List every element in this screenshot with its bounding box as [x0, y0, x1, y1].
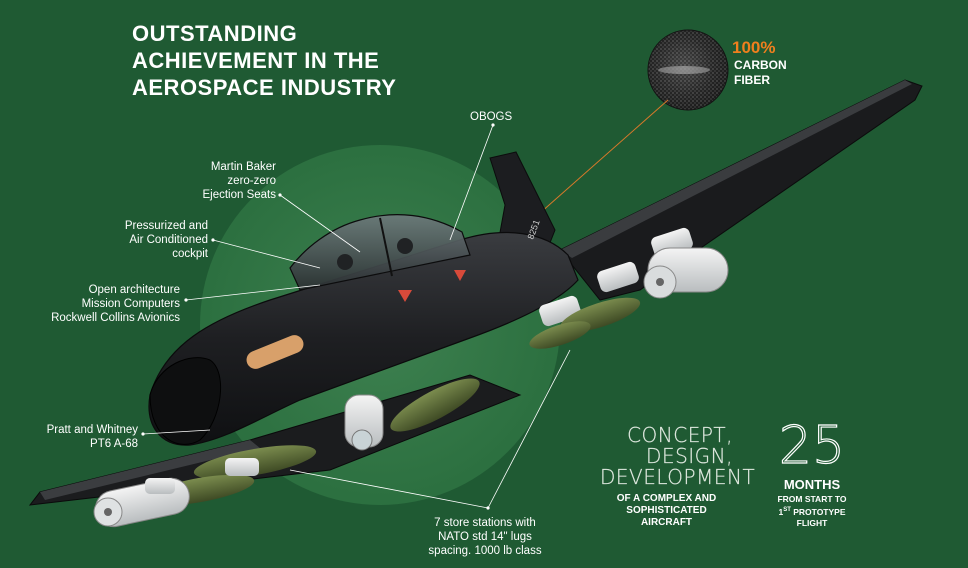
callout-line: zero-zero — [227, 175, 276, 187]
callout-line: spacing. 1000 lb class — [428, 545, 542, 557]
callout-line: NATO std 14" lugs — [438, 531, 532, 543]
concept-sub-line: SOPHISTICATED — [626, 505, 707, 516]
callout-line: Pratt and Whitney — [46, 424, 138, 436]
concept-line: DESIGN, — [646, 444, 733, 468]
fuselage — [148, 231, 579, 446]
months-sub-line: FROM START TO — [777, 494, 847, 504]
mission-computers-label: Open architecture Mission Computers Rock… — [30, 283, 180, 325]
callout-dots — [141, 123, 495, 510]
store-stations-label: 7 store stations with NATO std 14" lugs … — [410, 516, 560, 558]
concept-line: CONCEPT, — [627, 423, 733, 447]
exhaust — [246, 335, 304, 369]
obogs-label: OBOGS — [470, 111, 513, 123]
carbon-fiber-percent: 100% — [732, 38, 776, 57]
concept-sub-line: AIRCRAFT — [640, 517, 693, 528]
carbon-fiber-line: FIBER — [734, 73, 770, 87]
right-wing-stores — [529, 227, 729, 349]
concept-sub-line: OF A COMPLEX AND — [616, 493, 717, 504]
bomb — [529, 321, 591, 349]
concept-subtitle: OF A COMPLEX AND SOPHISTICATED AIRCRAFT — [600, 493, 733, 529]
engine-label: Pratt and Whitney PT6 A-68 — [30, 423, 138, 451]
months-subtitle: FROM START TO 1ST PROTOTYPE FLIGHT — [770, 494, 854, 529]
headline: OUTSTANDING ACHIEVEMENT IN THE AEROSPACE… — [132, 20, 432, 101]
ejection-seats-label: Martin Baker zero-zero Ejection Seats — [190, 160, 276, 202]
headline-line: OUTSTANDING — [132, 21, 298, 46]
concept-line: DEVELOPMENT — [600, 465, 756, 489]
months-number: 25 — [778, 416, 846, 476]
callout-line: Air Conditioned — [129, 234, 208, 246]
headline-line: AEROSPACE INDUSTRY — [132, 75, 397, 100]
callout-line: Mission Computers — [81, 298, 180, 310]
carbon-fiber-line: CARBON — [734, 58, 787, 72]
prototype-word: PROTOTYPE — [790, 506, 846, 517]
bomb — [390, 378, 480, 432]
callout-line: Martin Baker — [210, 161, 276, 173]
cockpit-label: Pressurized and Air Conditioned cockpit — [100, 219, 208, 261]
ordinal-number: 1 — [778, 506, 784, 517]
headline-line: ACHIEVEMENT IN THE — [132, 48, 380, 73]
callout-line: Pressurized and — [124, 220, 208, 232]
canopy — [289, 214, 471, 291]
months-sub-line: FLIGHT — [796, 517, 828, 528]
callout-line: Open architecture — [88, 284, 180, 296]
callout-line: 7 store stations with — [434, 517, 536, 529]
months-sub-line: 1ST PROTOTYPE — [770, 505, 854, 518]
concept-title: CONCEPT, DESIGN, DEVELOPMENT — [600, 423, 756, 489]
nose-cone — [149, 357, 222, 445]
callout-line: PT6 A-68 — [90, 438, 138, 450]
carbon-fiber-label: CARBON FIBER — [734, 58, 787, 88]
callout-lines — [142, 124, 571, 509]
centerline-stores — [344, 378, 480, 451]
months-word: MONTHS — [783, 477, 841, 492]
left-wing-stores — [93, 445, 317, 528]
ordinal-suffix: ST — [783, 507, 791, 513]
callout-line: Ejection Seats — [202, 189, 276, 201]
callout-line: Rockwell Collins Avionics — [51, 312, 180, 324]
callout-line: cockpit — [172, 248, 208, 260]
